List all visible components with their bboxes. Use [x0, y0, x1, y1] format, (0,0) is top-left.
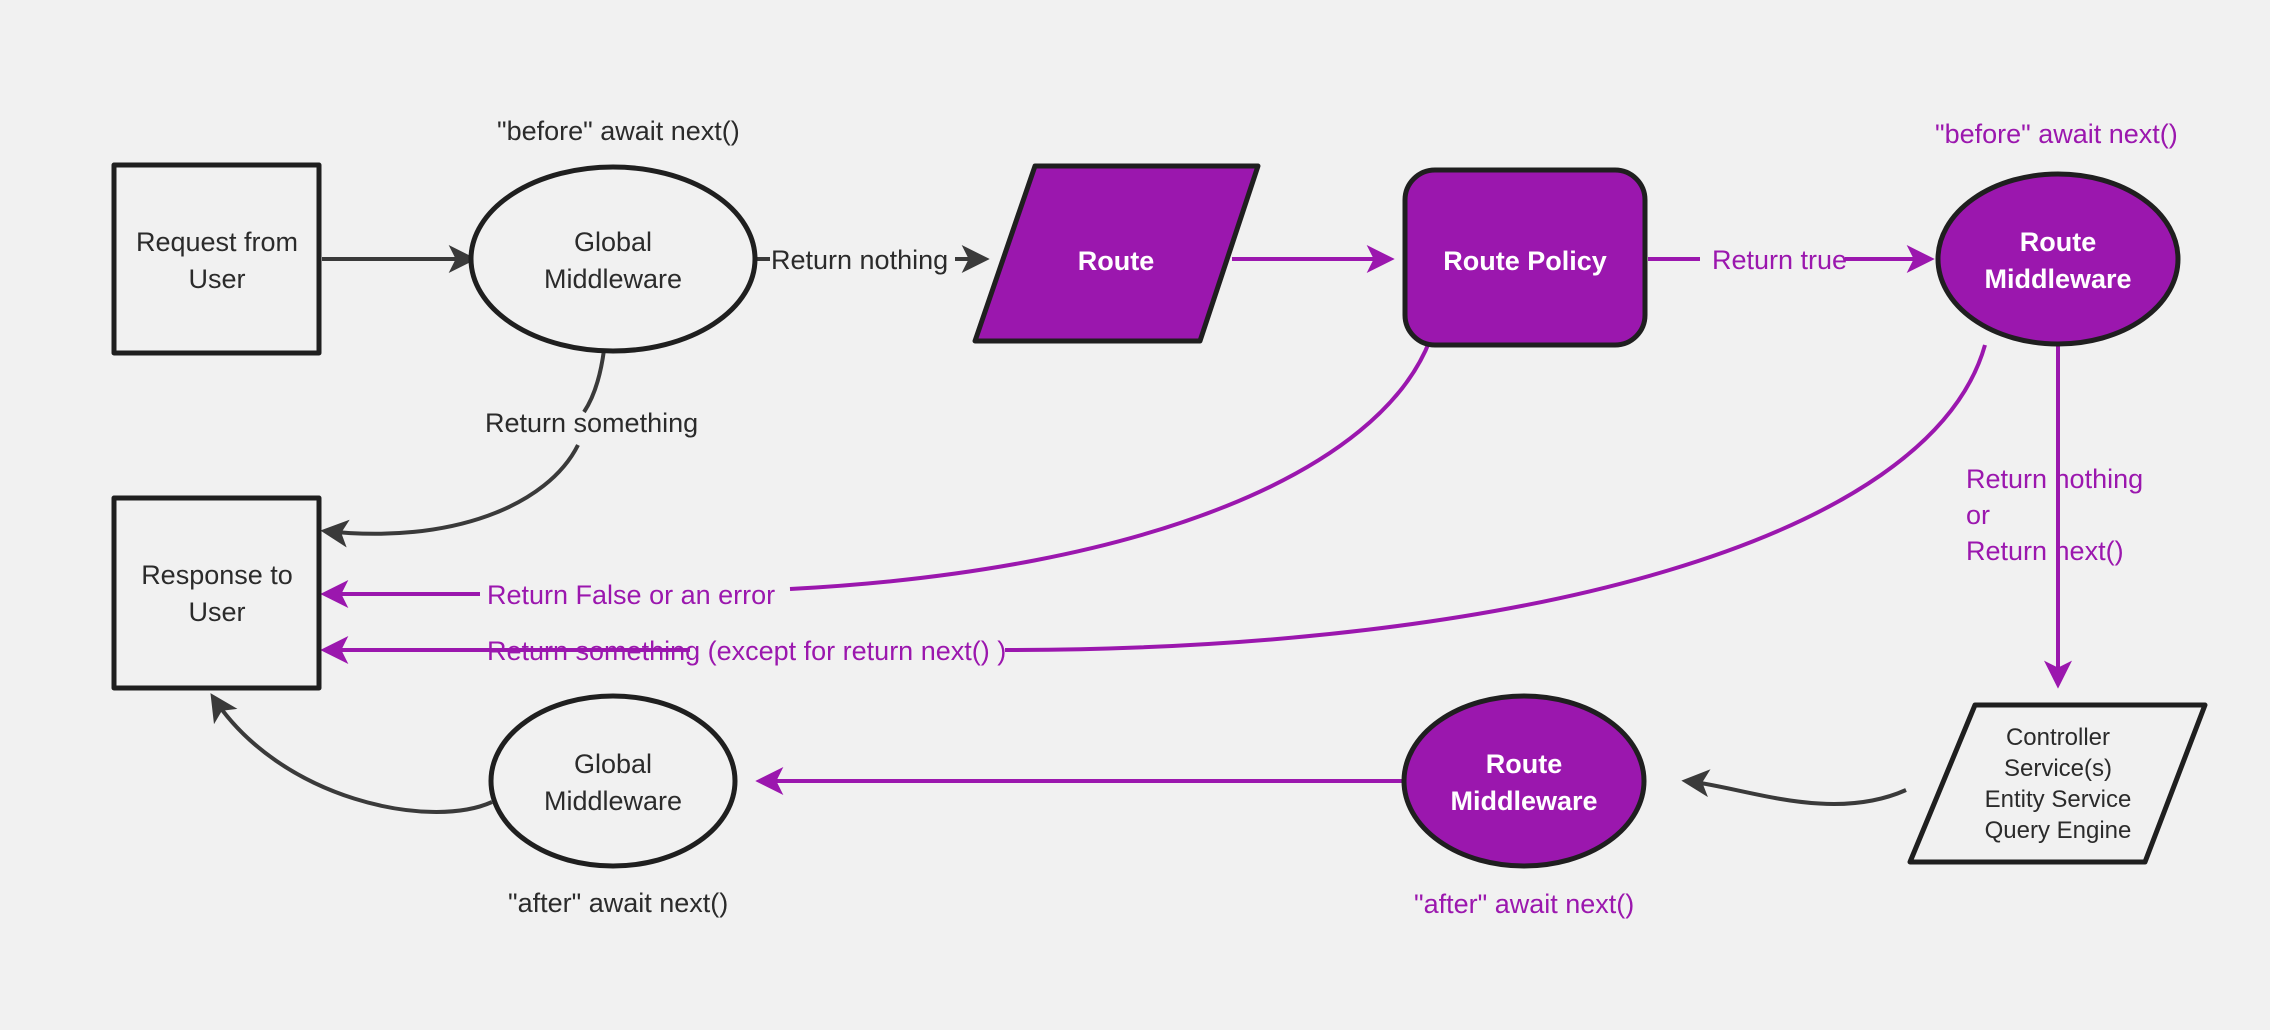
edge-route-policy-return-false-curve: [789, 339, 1432, 591]
edge-label-return-false-or-error: Return False or an error: [487, 580, 775, 610]
route-label: Route: [1078, 246, 1155, 276]
controller-stack-line1: Controller: [2006, 724, 2110, 751]
node-route[interactable]: Route: [972, 163, 1261, 344]
route-middleware-bottom-line1: Route: [1486, 749, 1563, 779]
request-from-user-line2: User: [188, 264, 245, 294]
annotation-before-await-next-global: "before" await next(): [497, 116, 740, 146]
controller-stack-line4: Query Engine: [1985, 817, 2132, 844]
node-response-to-user[interactable]: Response to User: [111, 495, 322, 691]
global-middleware-bottom-line1: Global: [574, 749, 652, 779]
edge-label-return-nothing: Return nothing: [771, 245, 948, 275]
edge-global-middleware-to-response-lower: [320, 444, 580, 548]
edge-label-return-something-except: Return something (except for return next…: [487, 636, 1006, 666]
edge-label-return-true: Return true: [1712, 245, 1847, 275]
edge-label-return-nothing-or-next-line3: Return next(): [1966, 536, 2124, 566]
response-to-user-line2: User: [188, 597, 245, 627]
controller-stack-line2: Service(s): [2004, 755, 2112, 782]
node-controller-stack[interactable]: Controller Service(s) Entity Service Que…: [1907, 702, 2208, 865]
global-middleware-top-line1: Global: [574, 227, 652, 257]
edge-label-return-something: Return something: [485, 408, 698, 438]
route-middleware-bottom-line2: Middleware: [1450, 786, 1597, 816]
route-policy-label: Route Policy: [1443, 246, 1607, 276]
edge-label-return-nothing-or-next-line2: or: [1966, 500, 1990, 530]
request-from-user-line1: Request from: [136, 227, 298, 257]
edge-global-middleware-to-response-upper: [582, 349, 606, 414]
edge-label-return-nothing-or-next-line1: Return nothing: [1966, 464, 2143, 494]
route-middleware-top-line2: Middleware: [1984, 264, 2131, 294]
node-route-middleware-top[interactable]: Route Middleware: [1935, 171, 2181, 347]
global-middleware-bottom-line2: Middleware: [544, 786, 682, 816]
route-middleware-top-line1: Route: [2020, 227, 2097, 257]
node-global-middleware-top[interactable]: Global Middleware: [468, 164, 758, 354]
annotation-before-await-next-route: "before" await next(): [1935, 119, 2178, 149]
edge-controller-to-route-middleware-bottom: [1681, 769, 1907, 806]
node-route-middleware-bottom[interactable]: Route Middleware: [1401, 693, 1647, 869]
edge-route-middleware-return-something-curve: [1004, 344, 1987, 652]
response-to-user-line1: Response to: [141, 560, 293, 590]
annotation-after-await-next-route: "after" await next(): [1414, 889, 1634, 919]
global-middleware-top-line2: Middleware: [544, 264, 682, 294]
controller-stack-line3: Entity Service: [1985, 786, 2132, 813]
annotation-after-await-next-global: "after" await next(): [508, 888, 728, 918]
node-route-policy[interactable]: Route Policy: [1402, 167, 1648, 348]
node-global-middleware-bottom[interactable]: Global Middleware: [488, 693, 738, 869]
node-request-from-user[interactable]: Request from User: [111, 162, 322, 356]
edge-global-middleware-bottom-to-response: [210, 693, 493, 814]
